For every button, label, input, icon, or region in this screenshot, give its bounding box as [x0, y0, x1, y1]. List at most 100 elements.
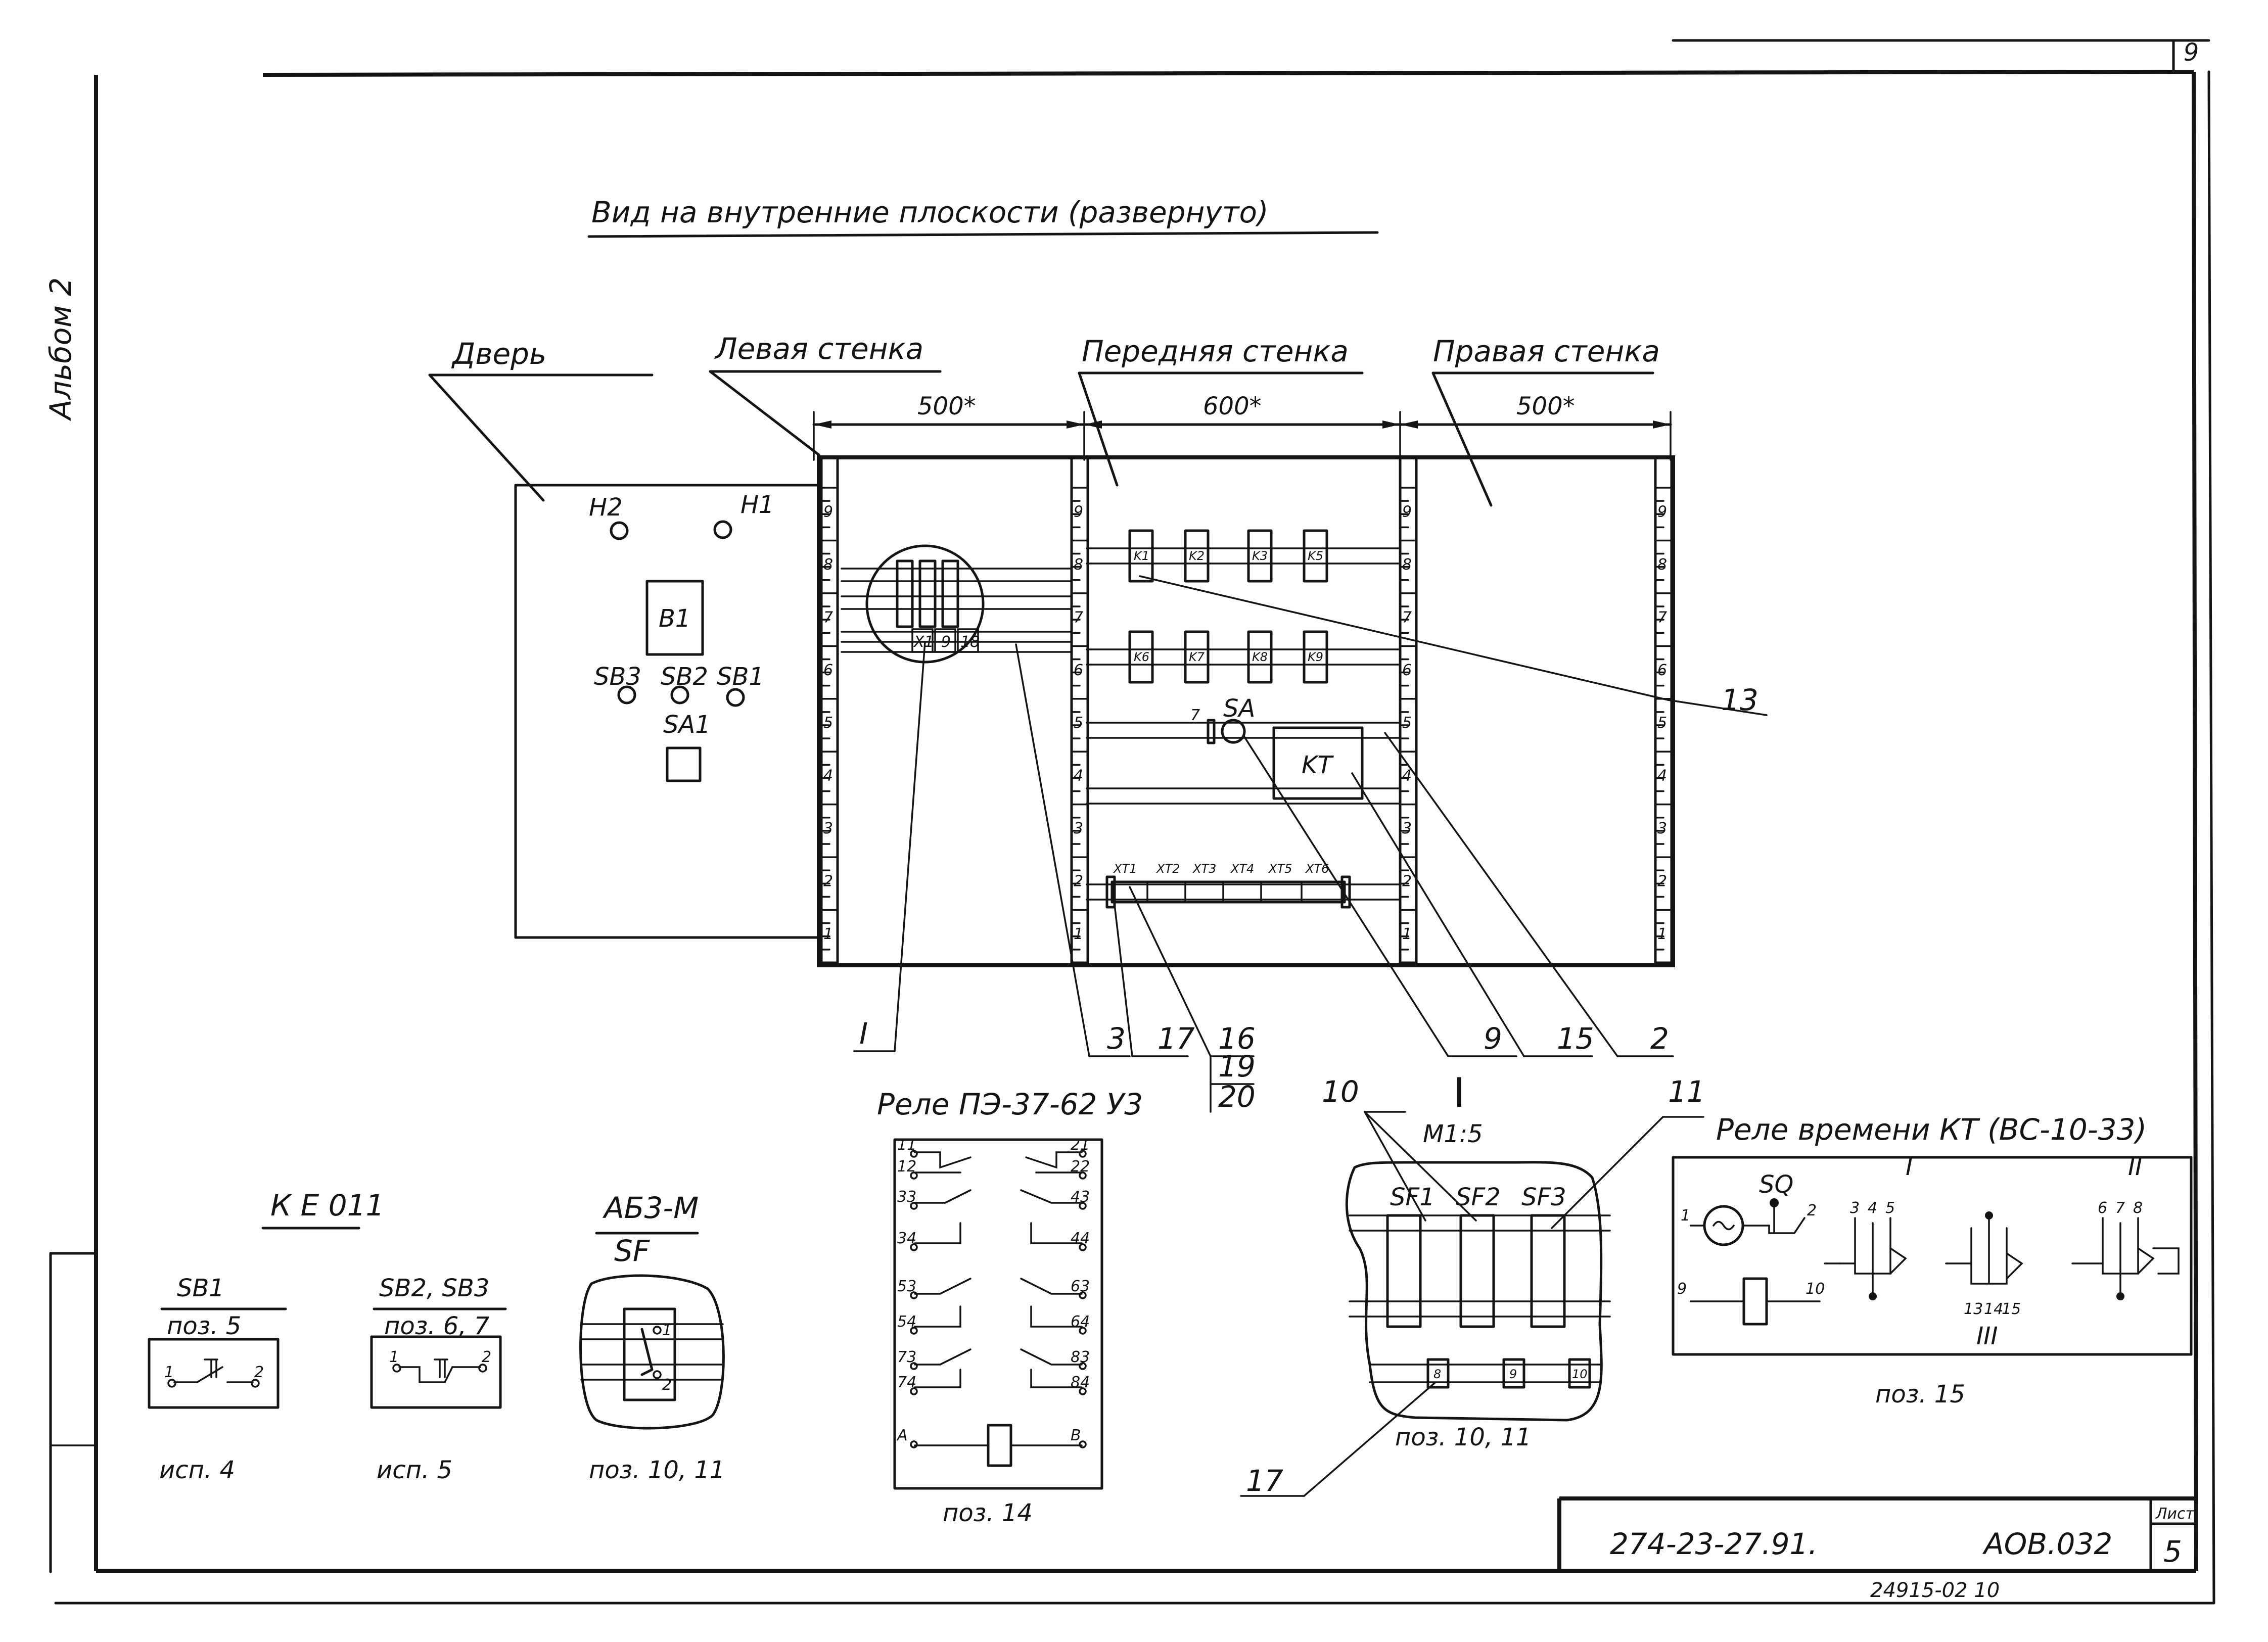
detail-leader-17: 17: [1246, 1464, 1283, 1498]
ke-sb23-box: [370, 1335, 502, 1409]
relay-k7-label: K7: [1189, 650, 1205, 664]
breaker-sf2: [1459, 1214, 1495, 1328]
rail-4: [1654, 456, 1673, 964]
switch-sa-pin: [1207, 719, 1216, 744]
rail-3-mark-9: 9: [1402, 503, 1412, 521]
dim-left: 500*: [917, 392, 976, 420]
door-sa1-label: SA1: [663, 711, 711, 739]
callout-15: 15: [1557, 1021, 1594, 1056]
sheet-frame: [49, 39, 2215, 1605]
ab-sub: SF: [614, 1234, 651, 1268]
title-block-sheet: 5: [2163, 1534, 2182, 1569]
button-sb2: [670, 685, 689, 705]
heading-right-wall: Правая стенка: [1433, 334, 1660, 368]
rail-4-mark-6: 6: [1657, 662, 1667, 679]
timer-group-III: III: [1976, 1322, 1998, 1350]
footer-code: 24915-02 10: [1870, 1579, 2000, 1602]
rail-1-mark-2: 2: [823, 873, 833, 890]
sf1-label: SF1: [1390, 1183, 1435, 1211]
rail-3-mark-1: 1: [1402, 925, 1412, 943]
rail-2-mark-3: 3: [1074, 820, 1083, 837]
xt3-label: XT3: [1192, 862, 1216, 876]
callout-20: 20: [1218, 1080, 1256, 1114]
xt2-label: XT2: [1155, 862, 1180, 876]
relay-k3: [1247, 529, 1273, 583]
cabinet-outline: [817, 455, 1675, 967]
door-sb1-label: SB1: [717, 663, 764, 691]
rail-3-mark-8: 8: [1402, 556, 1412, 574]
callout-19: 19: [1218, 1049, 1256, 1084]
ke-sb23-name: SB2, SB3: [379, 1274, 489, 1302]
rail-3: [1399, 456, 1418, 964]
heading-door: Дверь: [451, 337, 546, 371]
sheet-corner-number: 9: [2184, 38, 2199, 67]
rail-4-mark-7: 7: [1657, 608, 1667, 626]
ke-sb1-pin1: 1: [164, 1364, 174, 1381]
callout-I: I: [859, 1016, 868, 1051]
timer-relay-title: Реле времени КТ (ВС-10-33): [1716, 1112, 2147, 1147]
rail-3-mark-5: 5: [1402, 714, 1412, 732]
detail-leader-11: 11: [1668, 1074, 1705, 1109]
timer-group-III-pin15: 15: [2002, 1300, 2021, 1318]
switch-sa-pin-label: 7: [1190, 707, 1200, 724]
rail-1-mark-5: 5: [823, 714, 833, 732]
rail-1-mark-9: 9: [823, 503, 833, 521]
ab-pin1: 1: [662, 1322, 672, 1339]
relay-k9-label: K9: [1308, 650, 1323, 664]
ke-sb23-pin2: 2: [482, 1348, 491, 1366]
page-title: Вид на внутренние плоскости (развернуто): [591, 195, 1269, 229]
term-9: 9: [941, 633, 951, 651]
relay-k8-label: K8: [1252, 650, 1268, 664]
breaker-sf3: [1530, 1214, 1566, 1328]
rail-4-mark-4: 4: [1657, 767, 1667, 785]
timer-group-II-pin8: 8: [2133, 1199, 2143, 1217]
timer-kt: [1272, 726, 1364, 800]
detail-circle-I: [865, 544, 985, 664]
detail-terminal-8: [1426, 1358, 1450, 1389]
ke-sb23-var: исп. 5: [377, 1456, 452, 1484]
detail-caption: поз. 10, 11: [1395, 1423, 1531, 1451]
rail-2-mark-5: 5: [1074, 714, 1083, 732]
rail-4-mark-8: 8: [1657, 556, 1667, 574]
timer-kt-label: KT: [1302, 751, 1334, 779]
detail-scale: М1:5: [1423, 1120, 1483, 1148]
left-wall-wiring: [841, 544, 1073, 664]
detail-term-9-label: 9: [1509, 1367, 1517, 1381]
ke-sb1-pin2: 2: [254, 1364, 264, 1381]
relay-k5-label: K5: [1308, 549, 1323, 563]
ke-sb1-pos: поз. 5: [167, 1312, 241, 1340]
callout-9: 9: [1484, 1021, 1502, 1056]
heading-front-wall: Передняя стенка: [1082, 334, 1349, 368]
rail-2-mark-4: 4: [1074, 767, 1083, 785]
relay-k8: [1247, 630, 1273, 684]
rail-1-mark-8: 8: [823, 556, 833, 574]
relay-pe-left-pin: А: [896, 1427, 908, 1444]
xt1-label: XT1: [1113, 862, 1137, 876]
timer-sq-label: SQ: [1759, 1170, 1793, 1199]
xt5-label: XT5: [1268, 862, 1292, 876]
sf3-label: SF3: [1521, 1183, 1566, 1211]
door-h2-label: H2: [589, 493, 623, 522]
ab-pin2: 2: [662, 1376, 672, 1394]
ke-sb23-pin1: 1: [389, 1348, 399, 1366]
relay-row-bottom: [1128, 630, 1328, 684]
ab-breaker: [623, 1307, 676, 1401]
timer-group-II-pin7: 7: [2115, 1199, 2125, 1217]
term-18: 18: [960, 633, 980, 651]
relay-pe-right-pin: В: [1071, 1427, 1081, 1444]
rail-1-mark-3: 3: [823, 820, 833, 837]
terminal-block: [1110, 880, 1346, 904]
sf2-label: SF2: [1456, 1183, 1501, 1211]
indicator-h1: [713, 520, 732, 539]
timer-group-I: I: [1906, 1153, 1913, 1181]
relay-k1-label: K1: [1134, 549, 1149, 563]
breaker-sf1: [1386, 1214, 1422, 1328]
timer-relay-box: [1672, 1156, 2193, 1356]
relay-k6: [1128, 630, 1154, 684]
relay-k2-label: K2: [1189, 549, 1205, 563]
rail-3-mark-7: 7: [1402, 608, 1412, 626]
rail-1: [820, 456, 839, 964]
ke-sb1-name: SB1: [177, 1274, 224, 1302]
